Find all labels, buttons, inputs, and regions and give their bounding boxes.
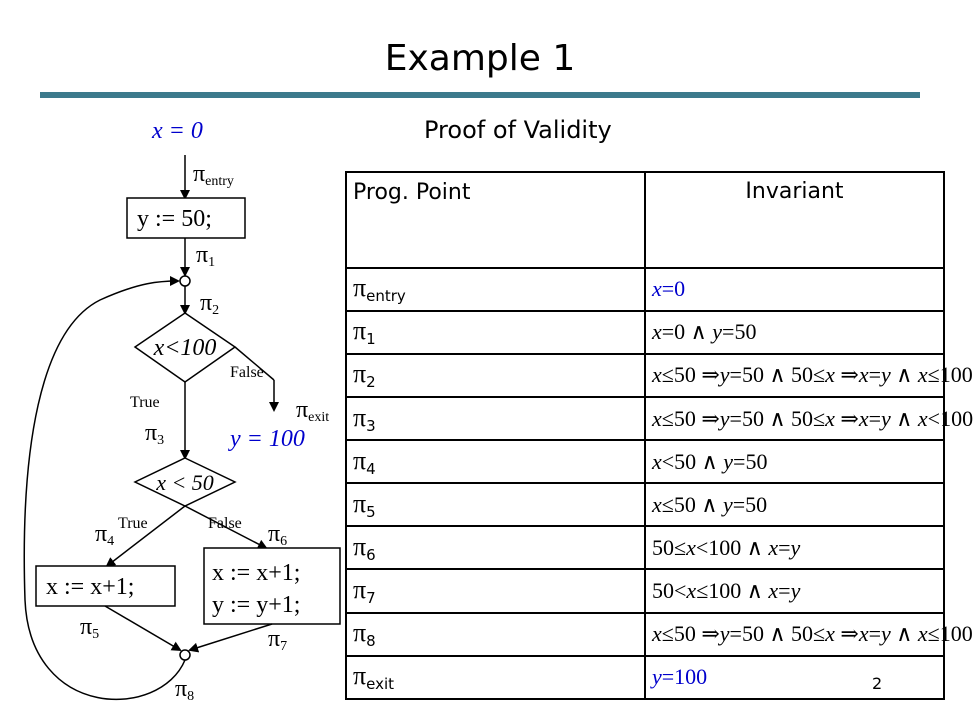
pi-4-label: π4 [95,521,114,549]
right-assign-text-1: x := x+1; [212,560,300,586]
loop-condition-text: x<100 [153,335,217,361]
edge-false-2 [184,505,268,549]
invariant-cell: x=0 ∧ y=50 [644,309,945,355]
header-invariant: Invariant [644,171,945,269]
init-text: x = 0 [151,118,203,144]
pi-6-label: π6 [268,521,287,549]
pi-symbol: π [353,618,367,648]
pi-7-label: π7 [268,626,287,654]
label-false-2: False [208,515,242,532]
edge-back-loop [23,276,186,700]
pi-symbol: π [353,402,367,432]
pi-symbol: π [353,445,367,475]
program-point-sub: 2 [366,373,376,392]
program-point-cell: π7 [345,568,646,614]
program-point-sub: 7 [366,589,376,608]
program-point-sub: exit [366,675,395,694]
edge-pi7 [188,623,273,653]
program-point-cell: πexit [345,654,646,701]
invariant-cell: x≤50 ⇒y=50 ∧ 50≤x ⇒x=y ∧ x≤100 [644,611,973,657]
label-true-1: True [130,394,160,411]
subtitle: Proof of Validity [424,116,612,144]
pi-symbol: π [353,661,367,691]
inner-condition-text: x < 50 [155,470,214,495]
header-prog-point: Prog. Point [345,171,646,269]
program-point-sub: 3 [366,416,376,435]
label-true-2: True [118,515,148,532]
pi-symbol: π [353,488,367,518]
edge-false-exit [234,346,275,381]
label-false-1: False [230,364,264,381]
invariant-cell: x<50 ∧ y=50 [644,439,945,485]
program-point-cell: π1 [345,309,646,355]
pi-symbol: π [353,575,367,605]
program-point-cell: π2 [345,352,646,398]
pi-2-label: π2 [200,290,219,318]
program-point-sub: 6 [366,545,376,564]
table-header-row: Prog. Point Invariant [345,171,945,269]
pi-1-label: π1 [196,242,215,270]
pi-symbol: π [353,359,367,389]
pi-entry-label: πentry [193,161,234,189]
pi-exit-label: πexit [296,397,329,425]
program-point-sub: entry [366,287,406,306]
slide-title: Example 1 [384,38,576,79]
title-rule [40,92,920,98]
pi-symbol: π [353,316,367,346]
edge-pi5 [104,605,182,652]
invariant-cell: 50<x≤100 ∧ x=y [644,568,945,614]
right-assign-text-2: y := y+1; [212,592,300,618]
program-point-sub: 8 [366,632,376,651]
exit-value-text: y = 100 [228,426,305,452]
loop-join-node [179,275,191,287]
invariant-cell: x≤50 ∧ y=50 [644,482,945,528]
invariant-cell: 50≤x<100 ∧ x=y [644,525,945,571]
edge-true-2 [105,505,186,568]
invariant-cell: x=0 [644,266,945,312]
invariant-cell: y=100 [644,654,945,701]
program-point-cell: π3 [345,395,646,442]
pi-3-label: π3 [145,420,164,448]
assign-y-text: y := 50; [137,206,212,232]
program-point-cell: π4 [345,439,646,485]
program-point-sub: 4 [366,459,376,478]
invariant-cell: x≤50 ⇒y=50 ∧ 50≤x ⇒x=y ∧ x≤100 [644,352,973,398]
program-point-cell: π6 [345,525,646,571]
invariant-cell: x≤50 ⇒y=50 ∧ 50≤x ⇒x=y ∧ x<100 [644,395,973,442]
program-point-cell: π8 [345,611,646,657]
pi-5-label: π5 [80,614,99,642]
pi-symbol: π [353,531,367,561]
assign-y-box [126,197,246,239]
pi-8-label: π8 [175,676,194,704]
merge-node [179,649,191,661]
right-assign-box [203,547,341,625]
left-assign-text: x := x+1; [46,574,134,600]
left-assign-box [35,565,176,607]
program-point-sub: 1 [366,330,376,349]
program-point-sub: 5 [366,502,376,521]
pi-symbol: π [353,273,367,303]
program-point-cell: π5 [345,482,646,528]
slide-number: 2 [872,674,883,693]
program-point-cell: πentry [345,266,646,312]
